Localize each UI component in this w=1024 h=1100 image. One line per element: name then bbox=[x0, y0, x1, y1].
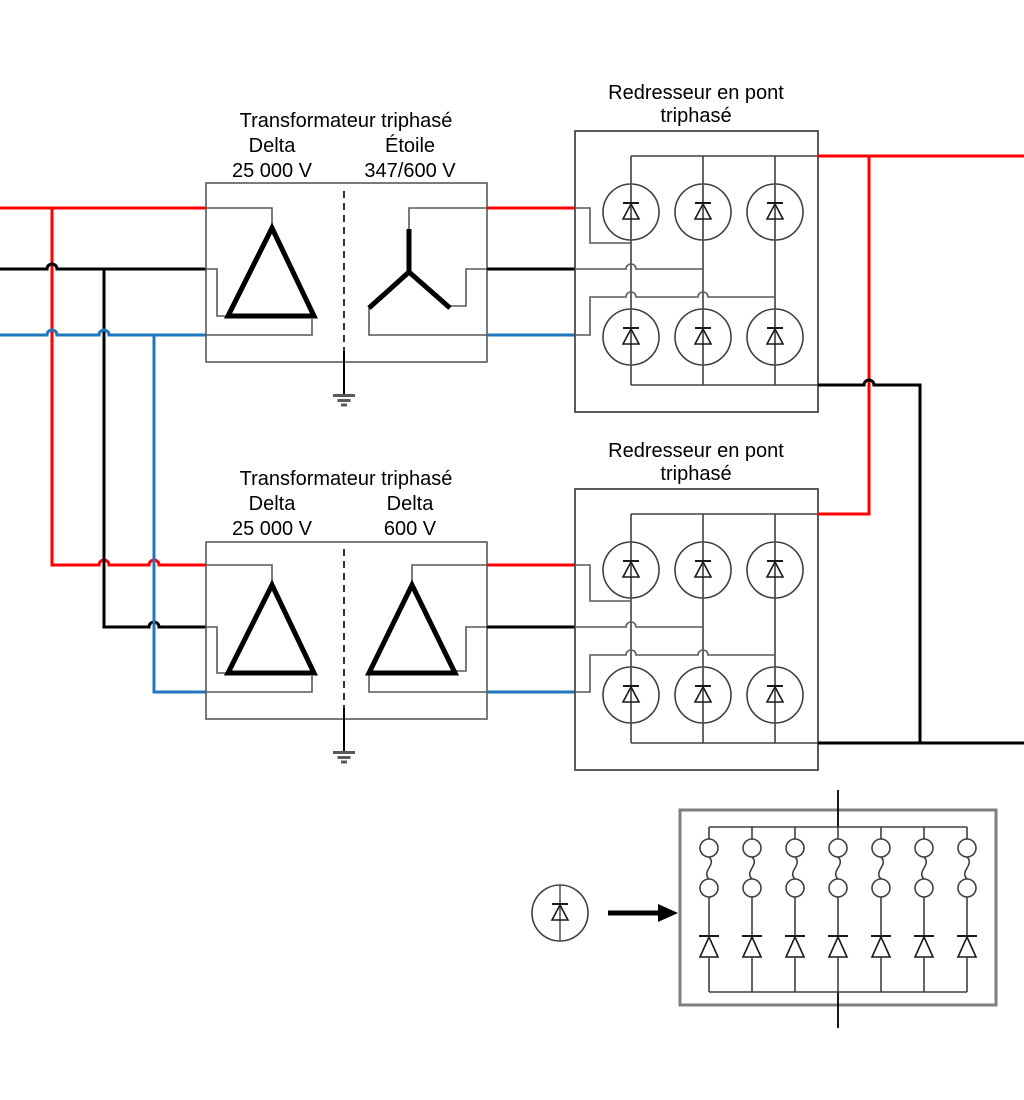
lead-wire bbox=[408, 207, 487, 231]
fuse-diode-branch bbox=[698, 826, 720, 993]
lead-wire bbox=[451, 268, 487, 307]
transformer-top bbox=[205, 182, 488, 407]
lead-wire bbox=[206, 268, 229, 317]
delta-winding-icon bbox=[223, 579, 318, 676]
transformer-top-secondary-voltage: 347/600 V bbox=[364, 160, 456, 182]
rectifier-top-box bbox=[574, 130, 819, 413]
wye-winding-icon bbox=[367, 229, 452, 310]
rectifier-top-labels: Redresseur en pont triphasé bbox=[608, 82, 784, 127]
lead-wire bbox=[368, 306, 487, 336]
fuse-diode-branch bbox=[784, 826, 806, 993]
lead-wire bbox=[206, 564, 273, 591]
transformer-bottom-labels: Transformateur triphasé Delta Delta 25 0… bbox=[232, 468, 452, 540]
diode-icon bbox=[746, 183, 804, 241]
transformer-bottom-secondary-type: Delta bbox=[387, 493, 435, 515]
diode-icon bbox=[746, 666, 804, 724]
ground-icon bbox=[331, 706, 357, 764]
lead-wire bbox=[206, 676, 313, 693]
ac-in-red-path bbox=[575, 564, 631, 602]
rectifier-bottom-box bbox=[574, 488, 819, 771]
phase-a-tap-red bbox=[50, 208, 206, 567]
lead-wire bbox=[206, 319, 313, 336]
dc-output-bus bbox=[818, 154, 1024, 745]
transformer-bottom-title: Transformateur triphasé bbox=[240, 468, 453, 490]
lead-wire bbox=[206, 626, 229, 674]
transformer-bottom bbox=[205, 541, 488, 764]
rectifier-bottom-labels: Redresseur en pont triphasé bbox=[608, 440, 784, 485]
transformer-top-box bbox=[205, 182, 488, 363]
rectifier-top bbox=[574, 130, 819, 413]
fuse-diode-branch bbox=[870, 826, 892, 993]
ac-in-blue-path bbox=[575, 291, 775, 336]
detail-expansion-arrowhead bbox=[658, 904, 678, 922]
transformer-top-secondary-type: Étoile bbox=[385, 134, 435, 157]
lead-wire bbox=[206, 207, 273, 234]
lead-wire bbox=[368, 671, 487, 693]
transformer-top-title: Transformateur triphasé bbox=[240, 110, 453, 132]
diode-icon bbox=[674, 183, 732, 241]
ac-in-black-path bbox=[575, 621, 703, 628]
rectifier-bottom-title-line1: Redresseur en pont bbox=[608, 440, 784, 462]
diode-icon bbox=[746, 541, 804, 599]
dc-positive-link bbox=[818, 156, 871, 516]
diode-icon bbox=[602, 666, 660, 724]
rectifier-top-title-line1: Redresseur en pont bbox=[608, 82, 784, 104]
rectifier-bottom-title-line2: triphasé bbox=[660, 463, 731, 485]
ac-in-red-path bbox=[575, 207, 631, 244]
diode-icon bbox=[602, 541, 660, 599]
diode-icon bbox=[602, 183, 660, 241]
rectifier-bottom-bridge-frame bbox=[630, 513, 818, 744]
diode-detail bbox=[531, 790, 998, 1028]
phase-c-tap-blue bbox=[152, 335, 206, 694]
rectifier-bottom bbox=[574, 488, 819, 771]
phase-b-wire-black bbox=[0, 262, 206, 271]
transformer-bottom-box bbox=[205, 541, 488, 720]
transformer-bottom-primary-voltage: 25 000 V bbox=[232, 518, 313, 540]
diode-icon bbox=[746, 308, 804, 366]
lead-wire bbox=[455, 626, 487, 672]
ground-icon bbox=[331, 349, 357, 407]
phase-c-wire-blue bbox=[0, 328, 206, 337]
fuse-diode-branch bbox=[956, 826, 978, 993]
dc-negative-link bbox=[818, 378, 922, 743]
transformer-bottom-secondary-voltage: 600 V bbox=[384, 518, 437, 540]
transformer-top-labels: Transformateur triphasé Delta Étoile 25 … bbox=[232, 110, 456, 182]
diode-icon bbox=[674, 308, 732, 366]
transformer-top-primary-type: Delta bbox=[249, 135, 297, 157]
transformer-top-secondary-links bbox=[487, 206, 575, 337]
ac-in-blue-path bbox=[575, 649, 775, 693]
fuse-diode-branch bbox=[741, 826, 763, 993]
delta-winding-icon bbox=[223, 222, 318, 319]
transformer-bottom-primary-type: Delta bbox=[249, 493, 297, 515]
delta-winding-icon bbox=[364, 579, 460, 676]
fuse-diode-branch bbox=[827, 826, 849, 993]
diode-icon bbox=[674, 666, 732, 724]
diode-icon bbox=[531, 884, 589, 942]
diode-icon bbox=[602, 308, 660, 366]
fuse-diode-branch bbox=[913, 826, 935, 993]
transformer-bottom-secondary-links bbox=[487, 563, 575, 694]
rectifier-top-bridge-frame bbox=[630, 155, 818, 386]
ac-in-black-path bbox=[575, 263, 703, 270]
transformer-top-primary-voltage: 25 000 V bbox=[232, 160, 313, 182]
lead-wire bbox=[411, 564, 487, 588]
rectifier-top-title-line2: triphasé bbox=[660, 105, 731, 127]
diode-icon bbox=[674, 541, 732, 599]
three-phase-input-bus bbox=[0, 206, 206, 694]
